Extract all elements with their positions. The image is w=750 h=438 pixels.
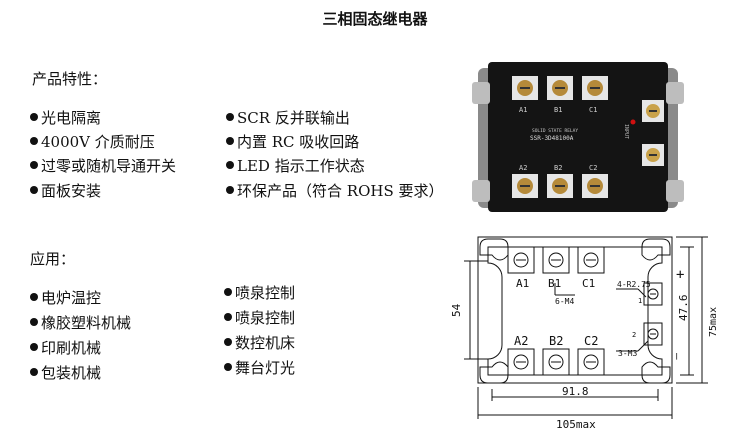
application-item: 橡胶塑料机械 — [30, 312, 131, 333]
dim-width: 91.8 — [562, 385, 589, 398]
feature-item: 环保产品（符合 ROHS 要求） — [226, 180, 444, 201]
application-item: 电炉温控 — [30, 287, 101, 308]
application-text: 喷泉控制 — [235, 284, 296, 302]
application-item: 喷泉控制 — [224, 282, 295, 303]
drawing-terminal-label: B1 — [548, 277, 561, 290]
product-photo: A1 B1 C1 A2 B2 C2 SOLID STATE RELAY SSR-… — [470, 60, 685, 220]
application-item: 印刷机械 — [30, 337, 101, 358]
photo-brand: SOLID STATE RELAY — [532, 128, 578, 134]
dim-height: 54 — [450, 303, 463, 317]
pin-1-label: 1 — [638, 297, 642, 305]
drawing-terminal-label: C2 — [584, 334, 598, 348]
feature-item: 内置 RC 吸收回路 — [226, 131, 359, 152]
application-item: 包装机械 — [30, 362, 101, 383]
photo-terminal-label: B2 — [554, 164, 562, 172]
application-text: 橡胶塑料机械 — [41, 314, 132, 332]
feature-text: 面板安装 — [41, 182, 102, 200]
dim-inner-height: 47.6 — [677, 295, 690, 322]
bullet-icon — [224, 288, 232, 296]
drawing-terminal-label: B2 — [549, 334, 563, 348]
bullet-icon — [30, 293, 38, 301]
dim-max-height: 75max — [708, 307, 719, 337]
feature-item: SCR 反并联输出 — [226, 107, 350, 128]
led-indicator-icon — [630, 119, 636, 125]
bullet-icon — [224, 313, 232, 321]
bullet-icon — [30, 343, 38, 351]
bullet-icon — [224, 338, 232, 346]
photo-model: SSR-3D48100A — [530, 135, 574, 142]
photo-input-label: INPUT — [623, 124, 629, 139]
plus-sign: + — [676, 267, 684, 283]
applications-heading: 应用： — [30, 250, 76, 268]
feature-item: LED 指示工作状态 — [226, 155, 365, 176]
application-text: 印刷机械 — [41, 339, 102, 357]
application-item: 舞台灯光 — [224, 357, 295, 378]
photo-terminal-label: B1 — [554, 106, 562, 114]
photo-terminal-label: A2 — [519, 164, 527, 172]
application-text: 舞台灯光 — [235, 359, 296, 377]
feature-item: 4000V 介质耐压 — [30, 131, 155, 152]
radius-note: 4-R2.75 — [617, 280, 651, 289]
bullet-icon — [30, 318, 38, 326]
minus-sign: — — [671, 353, 684, 360]
feature-text: 内置 RC 吸收回路 — [237, 133, 360, 151]
feature-text: 环保产品（符合 ROHS 要求） — [237, 182, 444, 200]
bullet-icon — [30, 186, 38, 194]
drawing-terminal-label: C1 — [582, 277, 595, 290]
dimension-drawing: A1 B1 C1 A2 B2 C2 6-M4 4-R2.75 3-M3 1 2 … — [450, 236, 719, 431]
feature-text: SCR 反并联输出 — [237, 109, 350, 127]
bullet-icon — [30, 161, 38, 169]
screw-note: 3-M3 — [618, 349, 637, 358]
bullet-icon — [226, 113, 234, 121]
feature-item: 过零或随机导通开关 — [30, 155, 176, 176]
bullet-icon — [30, 368, 38, 376]
top-terminals — [512, 76, 608, 100]
application-text: 包装机械 — [41, 364, 102, 382]
dim-max-width: 105max — [556, 418, 596, 431]
bottom-terminals — [512, 174, 608, 198]
feature-item: 面板安装 — [30, 180, 101, 201]
feature-text: LED 指示工作状态 — [237, 157, 365, 175]
application-text: 喷泉控制 — [235, 309, 296, 327]
features-heading: 产品特性： — [32, 70, 108, 88]
photo-terminal-label: C2 — [589, 164, 597, 172]
bullet-icon — [226, 137, 234, 145]
application-text: 数控机床 — [235, 334, 296, 352]
feature-text: 4000V 介质耐压 — [41, 133, 155, 151]
application-text: 电炉温控 — [41, 289, 102, 307]
drawing-terminal-label: A2 — [514, 334, 528, 348]
bullet-icon — [30, 113, 38, 121]
application-item: 喷泉控制 — [224, 307, 295, 328]
bullet-icon — [30, 137, 38, 145]
page-title: 三相固态继电器 — [322, 10, 428, 28]
pin-2-label: 2 — [632, 331, 636, 339]
feature-text: 过零或随机导通开关 — [41, 157, 177, 175]
application-item: 数控机床 — [224, 332, 295, 353]
photo-terminal-label: A1 — [519, 106, 527, 114]
bullet-icon — [226, 186, 234, 194]
feature-text: 光电隔离 — [41, 109, 102, 127]
photo-terminal-label: C1 — [589, 106, 597, 114]
bullet-icon — [226, 161, 234, 169]
feature-item: 光电隔离 — [30, 107, 101, 128]
hole-note: 6-M4 — [555, 297, 574, 306]
bullet-icon — [224, 363, 232, 371]
drawing-terminal-label: A1 — [516, 277, 529, 290]
